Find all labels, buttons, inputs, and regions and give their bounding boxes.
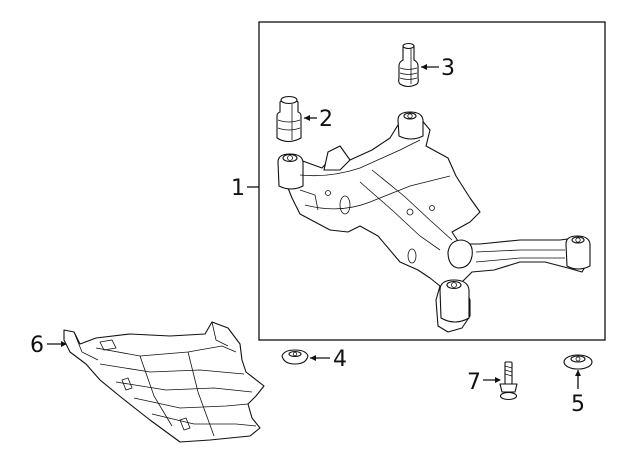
subframe-crossmember	[277, 111, 591, 333]
part-3-bump-stop	[398, 42, 419, 88]
part-5-washer	[563, 354, 593, 370]
callout-2-label: 2	[319, 107, 333, 132]
callout-6-label: 6	[30, 333, 44, 358]
part-6-underbody-shield	[63, 321, 265, 443]
callout-3-label: 3	[441, 56, 455, 81]
part-2-bushing	[276, 95, 302, 143]
callout-7-label: 7	[467, 370, 481, 395]
callout-1-label: 1	[231, 176, 245, 201]
callout-5-label: 5	[571, 392, 585, 417]
part-7-bolt	[499, 361, 518, 401]
assembly-frame-box	[258, 21, 606, 341]
callout-4-label: 4	[333, 347, 347, 372]
part-4-mount-washer	[281, 349, 309, 365]
